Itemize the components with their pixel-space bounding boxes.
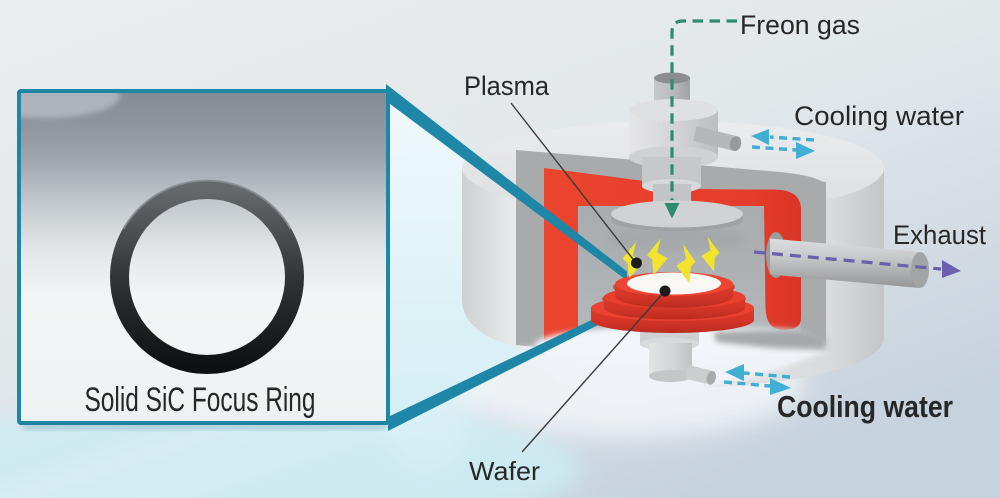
svg-text:Cooling water: Cooling water [777,389,953,424]
svg-text:Plasma: Plasma [464,71,550,101]
svg-text:Wafer: Wafer [469,456,540,486]
svg-text:Exhaust: Exhaust [893,220,986,250]
svg-text:Cooling water: Cooling water [794,101,964,131]
svg-text:Solid SiC Focus Ring: Solid SiC Focus Ring [85,381,316,419]
svg-text:Freon gas: Freon gas [740,10,860,40]
